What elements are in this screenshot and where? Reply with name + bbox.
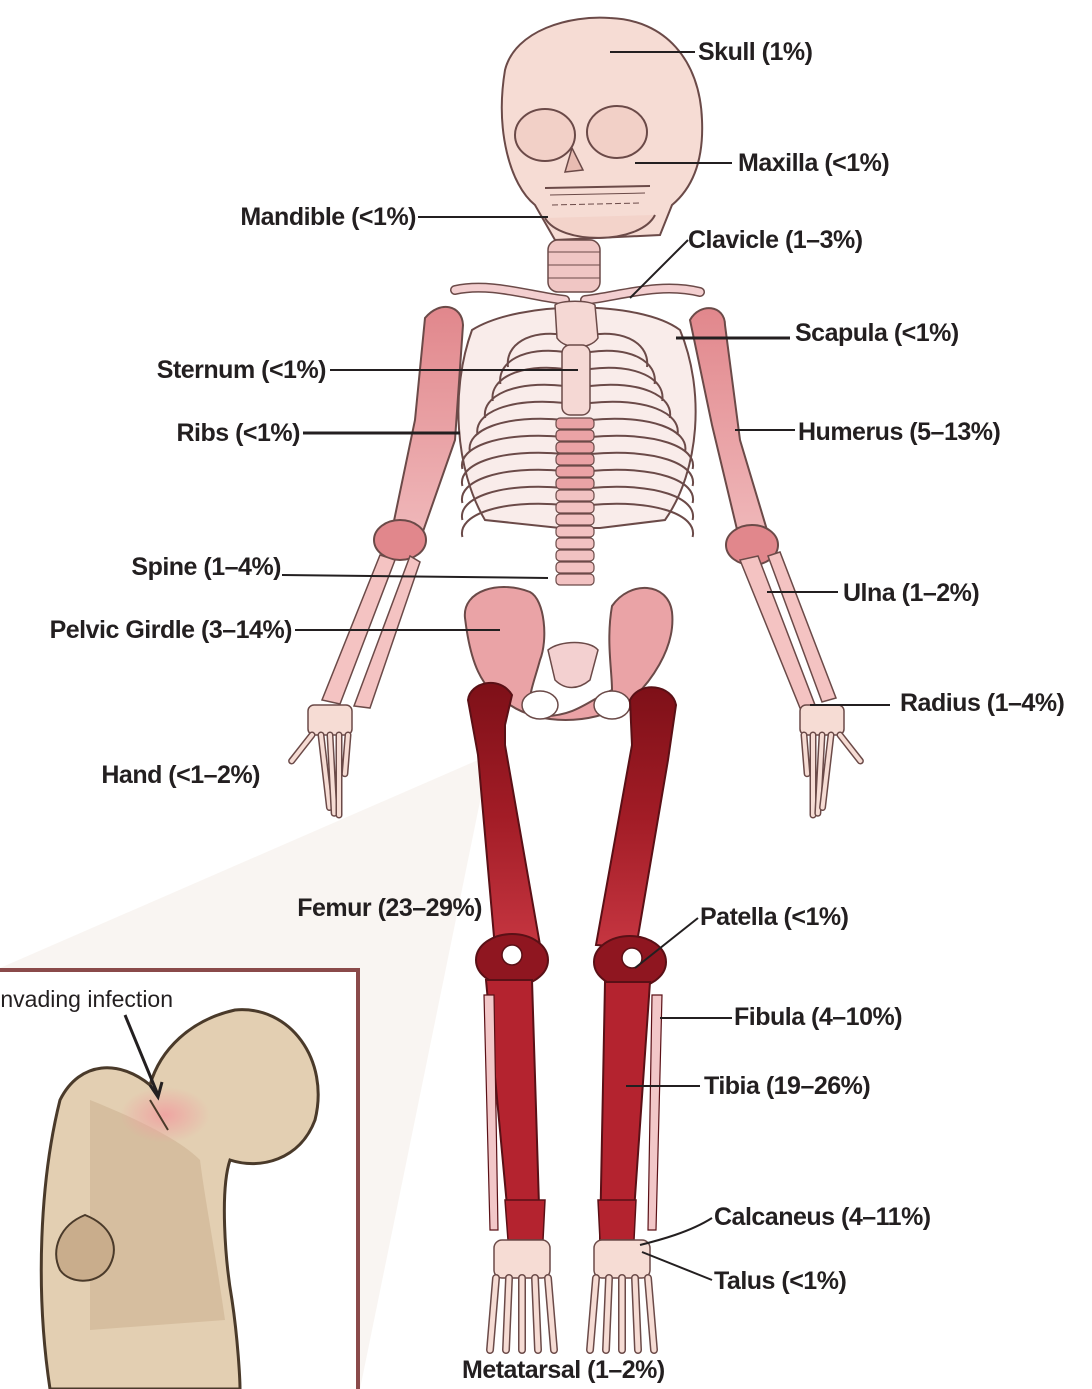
label-fibula: Fibula (4–10%): [734, 1002, 902, 1032]
label-maxilla: Maxilla (<1%): [738, 148, 889, 178]
label-pelvic-girdle: Pelvic Girdle (3–14%): [8, 615, 292, 645]
toe-bone-fill: [635, 1278, 638, 1350]
vertebra: [556, 502, 594, 513]
vertebra: [556, 514, 594, 525]
cervical-spine-shape: [548, 240, 600, 292]
label-hand: Hand (<1–2%): [60, 760, 260, 790]
vertebra: [556, 538, 594, 549]
vertebra: [556, 430, 594, 441]
carpal-bones: [308, 705, 352, 735]
label-spine: Spine (1–4%): [98, 552, 281, 582]
toe-bone-fill: [506, 1278, 509, 1350]
toe-bone-fill: [606, 1278, 609, 1350]
vertebra: [556, 490, 594, 501]
vertebra: [556, 562, 594, 573]
inset-label-invading-infection: Invading infection: [0, 985, 173, 1013]
feet-shapes: [490, 1240, 654, 1350]
hand-shapes: [292, 705, 861, 815]
left-leg-shape: [468, 683, 548, 1240]
toe-bone-fill: [648, 1278, 654, 1350]
finger-bone-fill: [292, 735, 312, 761]
right-arm-shape: [690, 308, 836, 708]
vertebra: [556, 418, 594, 429]
left-arm-shape: [322, 307, 463, 708]
vertebra: [556, 478, 594, 489]
label-talus: Talus (<1%): [714, 1266, 846, 1296]
label-mandible: Mandible (<1%): [198, 202, 416, 232]
toe-bone-fill: [490, 1278, 496, 1350]
label-sternum: Sternum (<1%): [118, 355, 326, 385]
tarsal-bones: [594, 1240, 650, 1278]
label-patella: Patella (<1%): [700, 902, 848, 932]
label-tibia: Tibia (19–26%): [704, 1071, 870, 1101]
femur-inset-panel: [0, 970, 358, 1389]
spine-shape: [556, 418, 594, 585]
tarsal-bones: [494, 1240, 550, 1278]
vertebra: [556, 454, 594, 465]
label-ribs: Ribs (<1%): [140, 418, 300, 448]
label-skull: Skull (1%): [698, 37, 812, 67]
label-humerus: Humerus (5–13%): [798, 417, 1000, 447]
vertebra: [556, 442, 594, 453]
finger-bone-fill: [840, 735, 860, 761]
label-metatarsal: Metatarsal (1–2%): [462, 1355, 665, 1385]
vertebra: [556, 466, 594, 477]
label-ulna: Ulna (1–2%): [843, 578, 979, 608]
label-clavicle: Clavicle (1–3%): [688, 225, 863, 255]
vertebra: [556, 574, 594, 585]
vertebra: [556, 550, 594, 561]
label-scapula: Scapula (<1%): [795, 318, 959, 348]
label-calcaneus: Calcaneus (4–11%): [714, 1202, 931, 1232]
toe-bone-fill: [590, 1278, 596, 1350]
carpal-bones: [800, 705, 844, 735]
toe-bone-fill: [548, 1278, 554, 1350]
toe-bone-fill: [535, 1278, 538, 1350]
vertebra: [556, 526, 594, 537]
right-leg-shape: [594, 687, 676, 1240]
label-radius: Radius (1–4%): [900, 688, 1064, 718]
label-femur: Femur (23–29%): [260, 893, 482, 923]
skull-shape: [502, 18, 702, 240]
